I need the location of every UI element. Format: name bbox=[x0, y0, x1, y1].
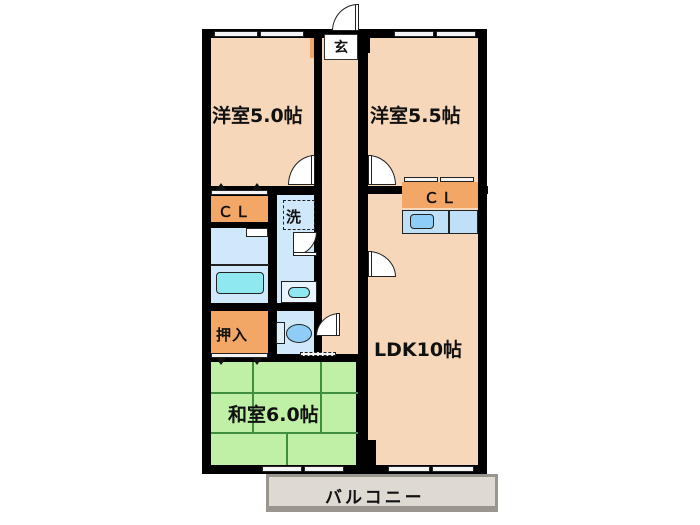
closet-left-arrow-b bbox=[252, 183, 262, 190]
wall-v-wash-right-2 bbox=[314, 256, 322, 314]
room-washitsu bbox=[211, 362, 358, 465]
window-bottom-washitsu-a bbox=[262, 466, 302, 472]
wall-v-right-of-hall-4 bbox=[358, 274, 368, 362]
wall-h-bath-top bbox=[202, 222, 276, 228]
window-bottom-ldk-b bbox=[432, 466, 474, 472]
toilet-tank bbox=[276, 322, 285, 344]
wash-basin-bowl bbox=[288, 287, 310, 298]
wall-h-bath-bottom bbox=[202, 303, 318, 311]
wall-v-wash-right bbox=[314, 195, 322, 225]
wall-step-ldk-bottom-left bbox=[356, 440, 376, 465]
label-ldk: LDK10帖 bbox=[374, 339, 463, 361]
door-yoshitsu-5-5-leaf[interactable] bbox=[368, 155, 372, 185]
wall-v-washitsu-right bbox=[356, 354, 368, 465]
washing-machine-slot bbox=[283, 200, 315, 230]
closet-left-cl bbox=[211, 196, 268, 222]
window-top-left-a bbox=[214, 31, 258, 37]
kitchen-counter-divider bbox=[448, 210, 450, 234]
window-above-right-cl-b bbox=[440, 177, 474, 182]
tatami-line-4 bbox=[320, 362, 322, 392]
label-yoshitsu-5-0: 洋室5.0帖 bbox=[212, 105, 303, 127]
genkan-label: 玄 bbox=[334, 40, 348, 56]
door-yoshitsu-5-0-leaf[interactable] bbox=[311, 155, 315, 185]
oshiire-arrow-a bbox=[216, 358, 226, 365]
wash-label: 洗 bbox=[286, 208, 302, 226]
wall-v-right-of-hall-3 bbox=[358, 224, 368, 252]
closet-left-arrow-a bbox=[216, 183, 226, 190]
closet-left-cl-label: ＣＬ bbox=[218, 203, 253, 221]
toilet-door-bar bbox=[300, 352, 336, 356]
kitchen-sink-icon bbox=[410, 214, 434, 229]
bathtub-icon bbox=[216, 272, 264, 294]
closet-left-cl-door-bar bbox=[211, 190, 268, 195]
balcony-label: バルコニー bbox=[325, 488, 425, 508]
bath-door-arrow bbox=[246, 228, 268, 237]
tatami-line-1 bbox=[211, 392, 358, 394]
closet-right-cl bbox=[402, 182, 478, 208]
door-ldk-leaf[interactable] bbox=[368, 251, 372, 277]
door-toilet-leaf[interactable] bbox=[336, 313, 340, 336]
label-yoshitsu-5-5: 洋室5.5帖 bbox=[370, 105, 461, 127]
tatami-line-5 bbox=[252, 392, 254, 432]
label-washitsu: 和室6.0帖 bbox=[228, 404, 319, 426]
wall-h-washitsu-top bbox=[202, 354, 362, 362]
window-top-left-b bbox=[260, 31, 304, 37]
wall-v-right-of-hall-2 bbox=[358, 160, 368, 196]
closet-oshiire-door-bar bbox=[211, 353, 268, 358]
window-above-right-cl-a bbox=[404, 177, 438, 182]
window-bottom-ldk-a bbox=[388, 466, 430, 472]
closet-right-cl-label: ＣＬ bbox=[424, 189, 459, 207]
tatami-line-3 bbox=[252, 362, 254, 392]
toilet-bowl-icon bbox=[286, 324, 312, 343]
closet-oshiire bbox=[211, 311, 268, 354]
balcony bbox=[269, 477, 495, 506]
door-washroom-leaf[interactable] bbox=[293, 252, 317, 256]
window-top-right-b bbox=[436, 31, 476, 37]
tatami-line-7 bbox=[320, 392, 322, 432]
genkan-tile bbox=[324, 34, 358, 60]
window-top-right-a bbox=[394, 31, 434, 37]
wall-notch-top-right bbox=[358, 29, 370, 53]
entrance-door-leaf[interactable] bbox=[355, 4, 359, 31]
tatami-line-6 bbox=[286, 432, 288, 465]
wall-v-right-of-hall bbox=[358, 53, 368, 113]
wall-v-toilet-right bbox=[314, 336, 322, 356]
closet-oshiire-label: 押入 bbox=[216, 326, 249, 344]
window-bottom-washitsu-b bbox=[304, 466, 344, 472]
oshiire-arrow-b bbox=[252, 358, 262, 365]
hall-corridor bbox=[322, 38, 358, 358]
tatami-line-2 bbox=[211, 432, 358, 434]
bath-upper-divider bbox=[211, 264, 269, 266]
wall-v-bath-right bbox=[268, 195, 277, 355]
